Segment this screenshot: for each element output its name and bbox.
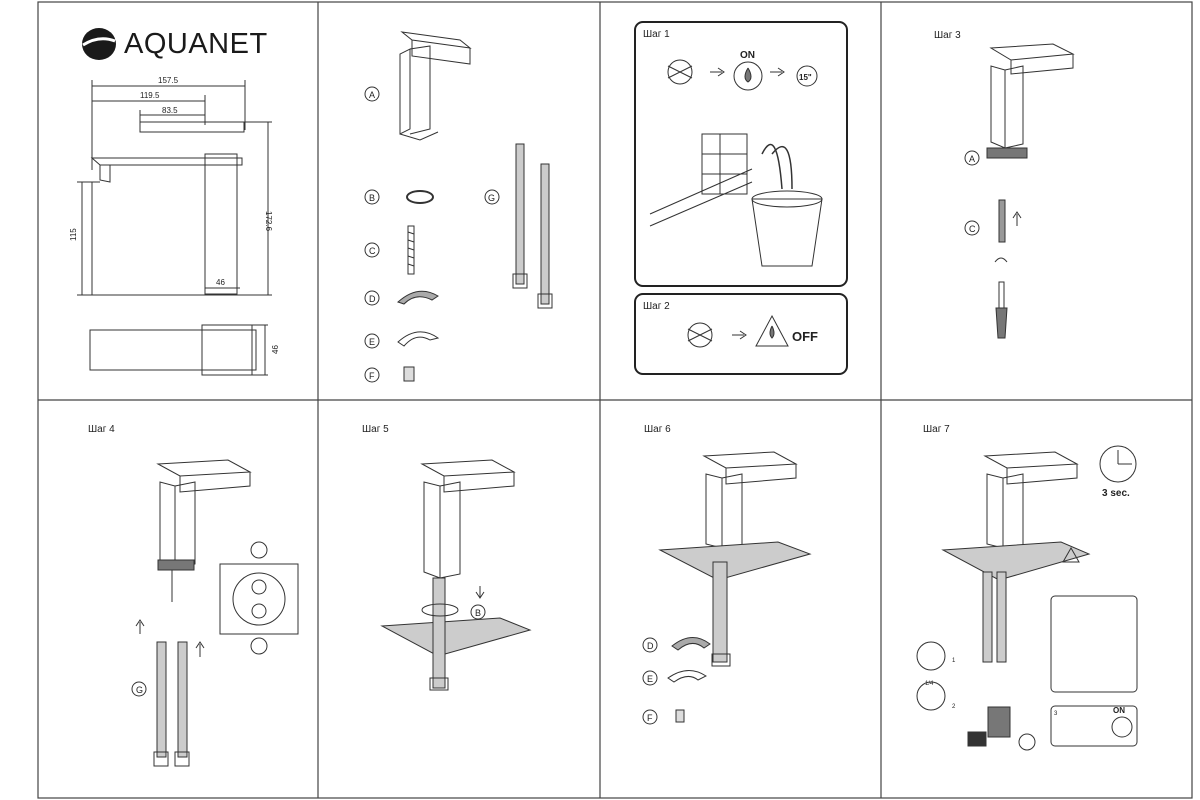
- dim-width-short: 83.5: [162, 106, 178, 115]
- dim-height-total: 172.6: [264, 211, 273, 232]
- step7-sub-2: 2: [952, 704, 956, 710]
- part-label-a: A: [369, 90, 375, 100]
- part-label-b: B: [369, 193, 375, 203]
- step1-on-label: ON: [740, 50, 755, 61]
- step6-label-f: F: [647, 713, 653, 723]
- brand-name: AQUANET: [124, 27, 268, 60]
- part-label-e: E: [369, 337, 375, 347]
- parts-list: A B C D E F G: [364, 31, 553, 383]
- dim-width-total: 157.5: [158, 76, 179, 85]
- step7-title: Шаг 7: [923, 424, 950, 435]
- part-label-g: G: [488, 193, 495, 203]
- step2-title: Шаг 2: [643, 301, 670, 312]
- step7-on-label: ON: [1113, 706, 1125, 715]
- part-label-f: F: [369, 371, 375, 381]
- step4-title: Шаг 4: [88, 424, 115, 435]
- step5-label-b: B: [475, 608, 481, 618]
- part-label-c: C: [369, 246, 376, 256]
- dim-side: 46: [271, 345, 280, 354]
- step4-label-g: G: [136, 685, 143, 695]
- step1-title: Шаг 1: [643, 29, 670, 40]
- step-4: Шаг 4 G: [88, 424, 299, 767]
- step5-title: Шаг 5: [362, 424, 389, 435]
- step6-label-e: E: [647, 674, 653, 684]
- step6-title: Шаг 6: [644, 424, 671, 435]
- aquanet-logo-mark-icon: [82, 28, 116, 60]
- step7-time-label: 3 sec.: [1102, 488, 1130, 499]
- dim-height-spout: 115: [69, 228, 78, 241]
- step-7: Шаг 7 3 sec. ON 1/4 1 2 3: [916, 424, 1138, 751]
- steps-1-2: Шаг 1 ON 15" Шаг 2 OFF: [634, 21, 848, 375]
- step-5: Шаг 5 B: [362, 424, 532, 691]
- step3-label-c: C: [969, 224, 976, 234]
- dimension-drawing: 157.5 119.5 83.5 115 172.6 46 46: [69, 76, 280, 376]
- step-3: Шаг 3 A C: [934, 30, 1075, 339]
- brand-logo: AQUANET: [80, 26, 268, 62]
- step-6: Шаг 6 D E F: [642, 424, 812, 725]
- step3-label-a: A: [969, 154, 975, 164]
- step7-sub-1: 1: [952, 658, 956, 664]
- part-label-d: D: [369, 294, 376, 304]
- step6-label-d: D: [647, 641, 654, 651]
- step7-sub-3: 3: [1054, 711, 1058, 717]
- dim-base: 46: [216, 278, 225, 287]
- step3-title: Шаг 3: [934, 30, 961, 41]
- step1-time-label: 15": [799, 73, 812, 82]
- dim-width-mid: 119.5: [140, 91, 160, 100]
- step2-off-label: OFF: [792, 329, 818, 344]
- step7-quarter-label: 1/4: [925, 681, 934, 687]
